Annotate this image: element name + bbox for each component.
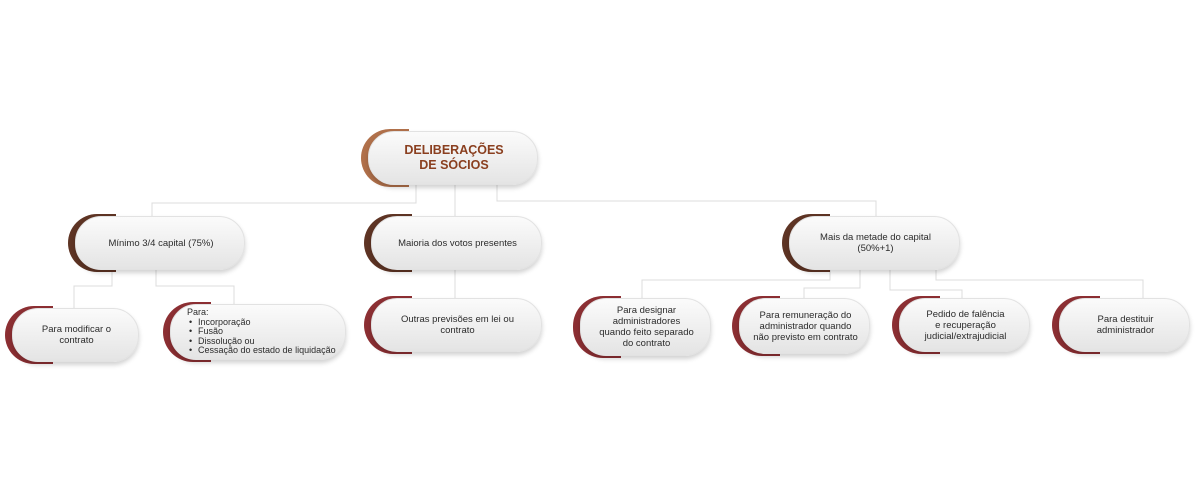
minimo-label: Mínimo 3/4 capital (75%)	[75, 216, 245, 270]
connector-metade-to-designar	[641, 270, 831, 302]
connector-metade-to-destituir	[935, 270, 1144, 302]
root-label-line1: DELIBERAÇÕES	[404, 143, 504, 157]
para-list-item-incorporacao: Incorporação	[189, 317, 336, 328]
designar-line2: administradores	[612, 316, 681, 327]
designar-node: Para designar administradores quando fei…	[573, 296, 711, 358]
modificar-node: Para modificar o contrato	[5, 306, 139, 364]
modificar-label: Para modificar o contrato	[12, 308, 139, 362]
modificar-label-line2: contrato	[59, 335, 94, 346]
connector-minimo-to-modificar	[73, 270, 113, 312]
remuneracao-node: Para remuneração do administrador quando…	[732, 296, 870, 356]
connector-root-to-minimo	[151, 185, 417, 220]
modificar-label-line1: Para modificar o	[41, 324, 112, 335]
para-list-items: Incorporação Fusão Dissolução ou Cessaçã…	[187, 317, 336, 356]
para-list-item-dissolucao: Dissolução ou	[189, 336, 336, 347]
outras-node: Outras previsões em lei ou contrato	[364, 296, 542, 354]
metade-node: Mais da metade do capital (50%+1)	[782, 214, 960, 272]
designar-label: Para designar administradores quando fei…	[580, 298, 711, 356]
root-label: DELIBERAÇÕES DE SÓCIOS	[368, 131, 538, 185]
minimo-node: Mínimo 3/4 capital (75%)	[68, 214, 245, 272]
root-node: DELIBERAÇÕES DE SÓCIOS	[361, 129, 538, 187]
designar-line3: quando feito separado	[599, 327, 694, 338]
falencia-node: Pedido de falência e recuperação judicia…	[892, 296, 1030, 354]
connector-root-to-metade	[496, 185, 877, 220]
para-list-heading: Para:	[187, 307, 209, 318]
para-list-item-cessacao: Cessação do estado de liquidação	[189, 346, 336, 356]
connector-minimo-to-list	[155, 270, 235, 308]
connector-metade-to-remuneracao	[803, 270, 861, 302]
maioria-label: Maioria dos votos presentes	[371, 216, 542, 270]
remuneracao-label: Para remuneração do administrador quando…	[739, 298, 870, 354]
falencia-line2: e recuperação	[935, 319, 996, 331]
destituir-node: Para destituir administrador	[1052, 296, 1190, 354]
destituir-line1: Para destituir	[1097, 314, 1154, 325]
falencia-label: Pedido de falência e recuperação judicia…	[899, 298, 1030, 352]
falencia-line3: judicial/extrajudicial	[924, 330, 1007, 342]
outras-label: Outras previsões em lei ou contrato	[371, 298, 542, 352]
destituir-label: Para destituir administrador	[1059, 298, 1190, 352]
destituir-line2: administrador	[1096, 325, 1155, 336]
metade-label: Mais da metade do capital (50%+1)	[789, 216, 960, 270]
remuneracao-line1: Para remuneração do	[759, 309, 852, 321]
falencia-line1: Pedido de falência	[926, 308, 1005, 320]
maioria-node: Maioria dos votos presentes	[364, 214, 542, 272]
remuneracao-line3: não previsto em contrato	[753, 331, 858, 343]
para-list-box: Para: Incorporação Fusão Dissolução ou C…	[170, 304, 346, 360]
root-label-line2: DE SÓCIOS	[419, 158, 489, 172]
para-list-item-fusao: Fusão	[189, 327, 336, 337]
para-list-node: Para: Incorporação Fusão Dissolução ou C…	[163, 302, 346, 362]
designar-line4: do contrato	[622, 338, 671, 349]
connector-metade-to-falencia	[889, 270, 963, 302]
remuneracao-line2: administrador quando	[759, 320, 852, 332]
designar-line1: Para designar	[616, 305, 677, 316]
